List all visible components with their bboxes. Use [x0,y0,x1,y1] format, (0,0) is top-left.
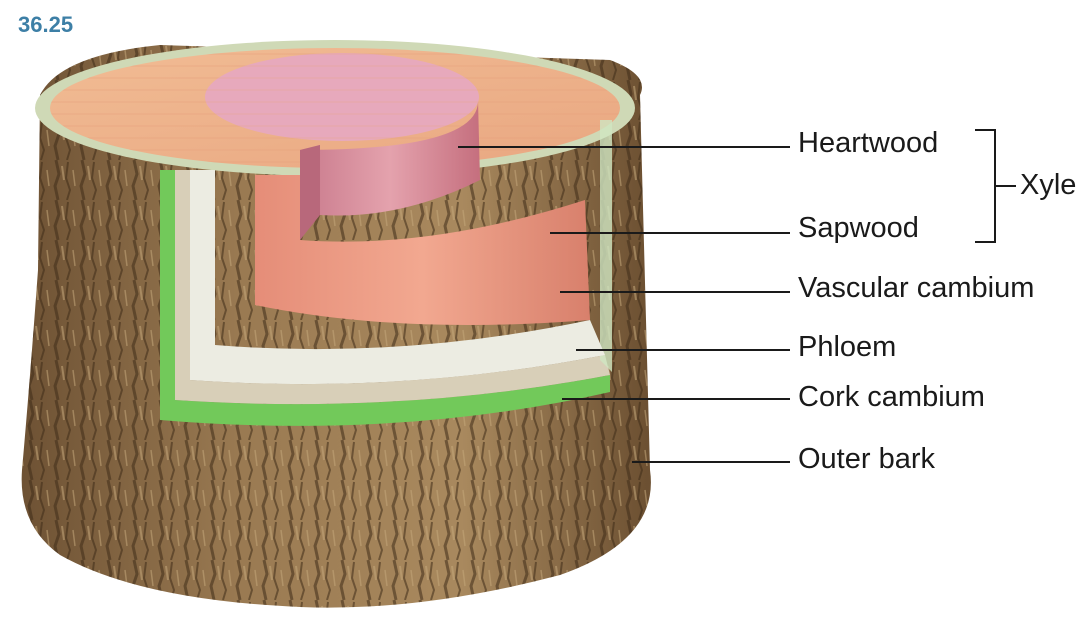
outer-bark-leader-line [632,461,790,463]
vascular-cambium-label: Vascular cambium [798,272,1034,305]
vascular-cambium-leader-line [560,291,790,293]
heartwood-label: Heartwood [798,127,938,160]
phloem-label: Phloem [798,331,896,364]
outer-bark-label: Outer bark [798,443,935,476]
cork-cambium-leader-line [562,398,790,400]
sapwood-label: Sapwood [798,212,919,245]
xylem-bracket [975,130,1016,242]
phloem-leader-line [576,349,790,351]
heartwood-leader-line [458,146,790,148]
cork-cambium-label: Cork cambium [798,381,985,414]
xylem-label: Xyle [1020,169,1076,202]
sapwood-leader-line [550,232,790,234]
